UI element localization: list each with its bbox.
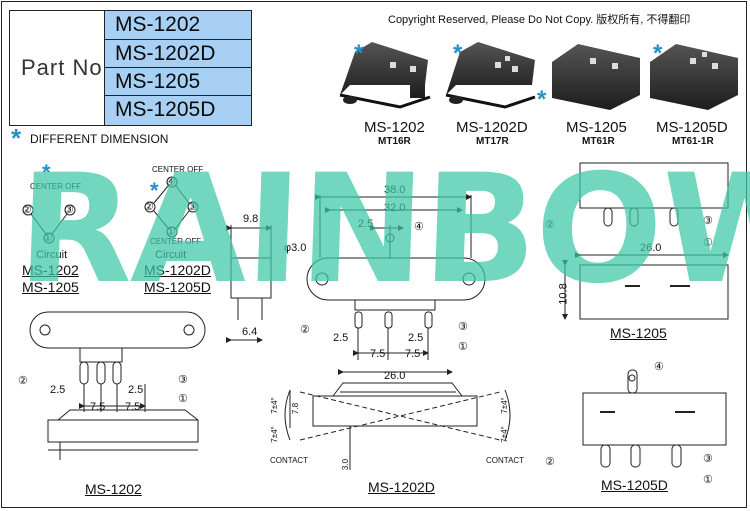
drawing-ms1202 <box>29 311 206 460</box>
product-photo-ms1205d <box>650 44 738 110</box>
pin-2-label: ② <box>545 456 555 468</box>
pin-2-label: ② <box>144 201 154 213</box>
copyright-notice: Copyright Reserved, Please Do Not Copy. … <box>388 14 691 26</box>
part-number-1: MS-1202 <box>104 11 251 39</box>
pin-2-label: ② <box>545 219 555 231</box>
circuit-model: MS-1202D <box>144 262 211 278</box>
contact-label: CONTACT <box>270 456 309 465</box>
pin-1-label: ① <box>178 393 188 405</box>
pin-1-label: ① <box>703 237 713 249</box>
pin-4-label: ④ <box>654 361 664 373</box>
circuit-model: MS-1205 <box>22 279 79 295</box>
center-off-label: CENTER OFF <box>150 237 202 246</box>
product-model-2: MS-1202D <box>456 119 528 136</box>
dim-6-4: 6.4 <box>242 326 258 338</box>
dim-angle: 7±4° <box>269 426 279 443</box>
pin-2-label: ② <box>22 204 32 216</box>
pin-3-label: ③ <box>703 453 713 465</box>
asterisk-icon: * <box>453 40 463 67</box>
dim-26: 26.0 <box>384 370 406 382</box>
dim-2-5: 2.5 <box>408 332 424 344</box>
drawing-ms1202d <box>284 369 511 470</box>
dim-3-0: 3.0 <box>341 458 351 471</box>
pin-1-label: ① <box>703 474 713 486</box>
product-photo-ms1202 <box>339 42 431 109</box>
asterisk-icon: * <box>354 40 364 67</box>
dim-7-5: 7.5 <box>90 401 106 413</box>
pin-3-label: ③ <box>64 204 74 216</box>
different-dimension-note: DIFFERENT DIMENSION <box>30 132 169 146</box>
part-number-3: MS-1205 <box>104 67 251 95</box>
circuit-diagram-b <box>144 176 199 238</box>
pin-4-label: ④ <box>414 221 424 233</box>
pin-4-label: ④ <box>166 176 176 188</box>
contact-label: CONTACT <box>486 456 525 465</box>
product-code-3: MT61R <box>582 136 615 147</box>
circuit-model: MS-1205D <box>144 279 211 295</box>
product-model-3: MS-1205 <box>566 119 627 136</box>
drawing-top-view <box>306 194 486 360</box>
pin-1-label: ① <box>458 341 468 353</box>
dim-7-5: 7.5 <box>125 401 141 413</box>
dim-2-5: 2.5 <box>358 218 374 230</box>
pin-2-label: ② <box>300 324 310 336</box>
asterisk-icon: * <box>150 178 159 203</box>
part-number-2: MS-1202D <box>104 39 251 67</box>
asterisk-icon: * <box>42 160 51 185</box>
circuit-model: MS-1202 <box>22 262 79 278</box>
drawing-ms1205 <box>562 162 729 320</box>
dim-angle: 7±4° <box>269 397 279 414</box>
pin-3-label: ③ <box>703 215 713 227</box>
dim-9-8: 9.8 <box>243 213 259 225</box>
part-no-label: Part No. <box>21 55 110 80</box>
drawing-title-ms1205: MS-1205 <box>610 325 667 341</box>
dim-2-5: 2.5 <box>128 384 144 396</box>
drawing-title-ms1202d: MS-1202D <box>368 479 435 495</box>
dim-7-8: 7.8 <box>291 402 301 415</box>
product-photo-ms1205 <box>552 44 640 110</box>
dim-7-5: 7.5 <box>405 348 421 360</box>
dim-hole: φ3.0 <box>284 242 307 254</box>
drawing-title-ms1205d: MS-1205D <box>601 477 668 493</box>
dim-38: 38.0 <box>384 184 406 196</box>
product-code-1: MT16R <box>378 136 411 147</box>
dim-7-5: 7.5 <box>370 348 386 360</box>
drawing-title-ms1202: MS-1202 <box>85 481 142 497</box>
pin-3-label: ③ <box>187 201 197 213</box>
dim-angle: 7±4° <box>499 397 509 414</box>
drawing-ms1205d <box>582 369 727 468</box>
dim-32: 32.0 <box>384 202 406 214</box>
pin-2-label: ② <box>18 375 28 387</box>
pin-1-label: ① <box>166 226 176 238</box>
center-off-label: CENTER OFF <box>152 165 204 174</box>
center-off-label: CENTER OFF <box>30 182 82 191</box>
product-model-1: MS-1202 <box>364 119 425 136</box>
pin-1-label: ① <box>43 232 53 244</box>
drawing-side-view <box>226 225 272 343</box>
asterisk-icon: * <box>653 40 663 67</box>
circuit-label: Circuit <box>36 249 68 261</box>
dim-26: 26.0 <box>640 242 662 254</box>
part-number-table: Part No. MS-1202 MS-1202D MS-1205 MS-120… <box>9 10 252 126</box>
asterisk-icon: * <box>537 86 547 113</box>
part-number-4: MS-1205D <box>104 95 251 125</box>
product-code-2: MT17R <box>476 136 509 147</box>
product-code-4: MT61-1R <box>672 136 714 147</box>
dim-2-5: 2.5 <box>333 332 349 344</box>
rainbow-watermark: RAINBOW <box>14 143 750 317</box>
product-model-4: MS-1205D <box>656 119 728 136</box>
dim-2-5: 2.5 <box>50 384 66 396</box>
dim-angle: 7±4° <box>499 426 509 443</box>
circuit-label: Circuit <box>155 249 187 261</box>
pin-3-label: ③ <box>458 321 468 333</box>
pin-3-label: ③ <box>178 374 188 386</box>
circuit-diagram-a <box>22 204 76 244</box>
asterisk-icon: * <box>11 123 22 153</box>
product-photo-ms1202d <box>445 42 536 109</box>
